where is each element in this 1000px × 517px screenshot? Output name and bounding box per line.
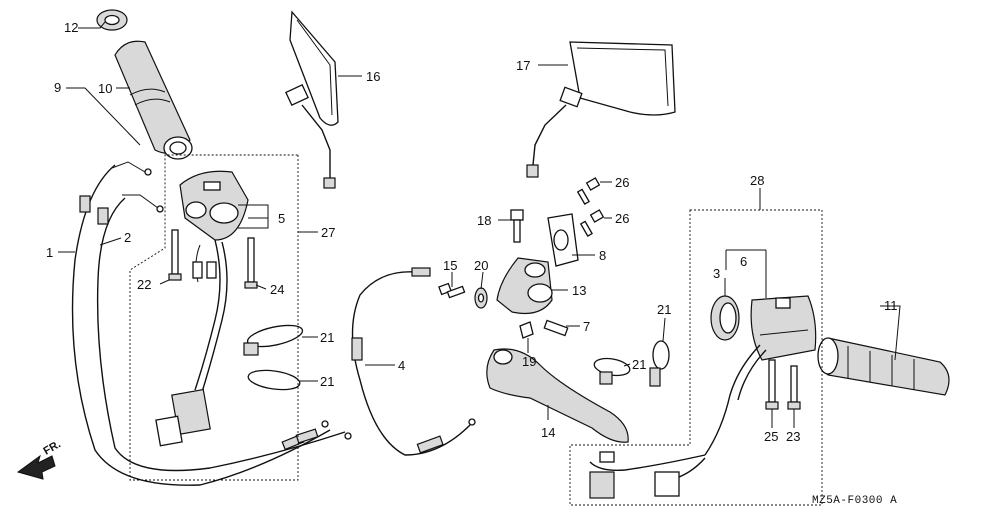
callout-21-d: 21 (657, 302, 671, 317)
callout-26-mid: 26 (615, 211, 629, 226)
callout-7: 7 (583, 319, 590, 334)
direction-label: FR. (42, 438, 63, 457)
right-mirror (526, 41, 676, 178)
callout-13: 13 (572, 283, 586, 298)
callout-28: 28 (750, 173, 764, 188)
callout-18: 18 (477, 213, 491, 228)
lever-bracket (496, 177, 605, 315)
callout-3: 3 (713, 266, 720, 281)
callout-16: 16 (366, 69, 380, 84)
callout-11: 11 (884, 298, 898, 313)
callout-10: 10 (98, 81, 112, 96)
callout-17: 17 (516, 58, 530, 73)
left-mirror (285, 10, 339, 189)
callout-9: 9 (54, 80, 61, 95)
front-direction-arrow: FR. (16, 438, 63, 480)
left-grip (114, 40, 191, 154)
leader-lines (58, 21, 901, 428)
switch-screws (168, 229, 258, 289)
throttle-grip (817, 337, 950, 396)
left-cables (71, 161, 352, 486)
left-grip-assembly (96, 9, 193, 160)
callout-25: 25 (764, 429, 778, 444)
cable-bands (243, 324, 670, 391)
callout-12: 12 (64, 20, 78, 35)
callout-15: 15 (443, 258, 457, 273)
brake-lever (486, 348, 629, 443)
callout-22: 22 (137, 277, 151, 292)
callout-20: 20 (474, 258, 488, 273)
assembly-frames (129, 154, 823, 506)
right-harness (589, 451, 706, 499)
small-parts (438, 282, 569, 339)
callout-5: 5 (278, 211, 285, 226)
throttle-cable (351, 267, 476, 456)
callout-2: 2 (124, 230, 131, 245)
callout-24: 24 (270, 282, 284, 297)
callout-27: 27 (321, 225, 335, 240)
callout-19: 19 (522, 354, 536, 369)
callout-8: 8 (599, 248, 606, 263)
diagram-code: MZ5A-F0300 A (812, 495, 897, 507)
callout-21-b: 21 (320, 374, 334, 389)
callout-23: 23 (786, 429, 800, 444)
callout-21-a: 21 (320, 330, 334, 345)
callout-21-c: 21 (632, 357, 646, 372)
callout-14: 14 (541, 425, 555, 440)
left-switch-housing (155, 170, 249, 447)
callout-6: 6 (740, 254, 747, 269)
callout-26-top: 26 (615, 175, 629, 190)
callout-1: 1 (46, 245, 53, 260)
callout-4: 4 (398, 358, 405, 373)
callout-labels: 12 9 10 16 17 26 26 18 8 28 5 27 1 2 22 … (46, 20, 898, 444)
right-switch-housing (704, 295, 817, 456)
